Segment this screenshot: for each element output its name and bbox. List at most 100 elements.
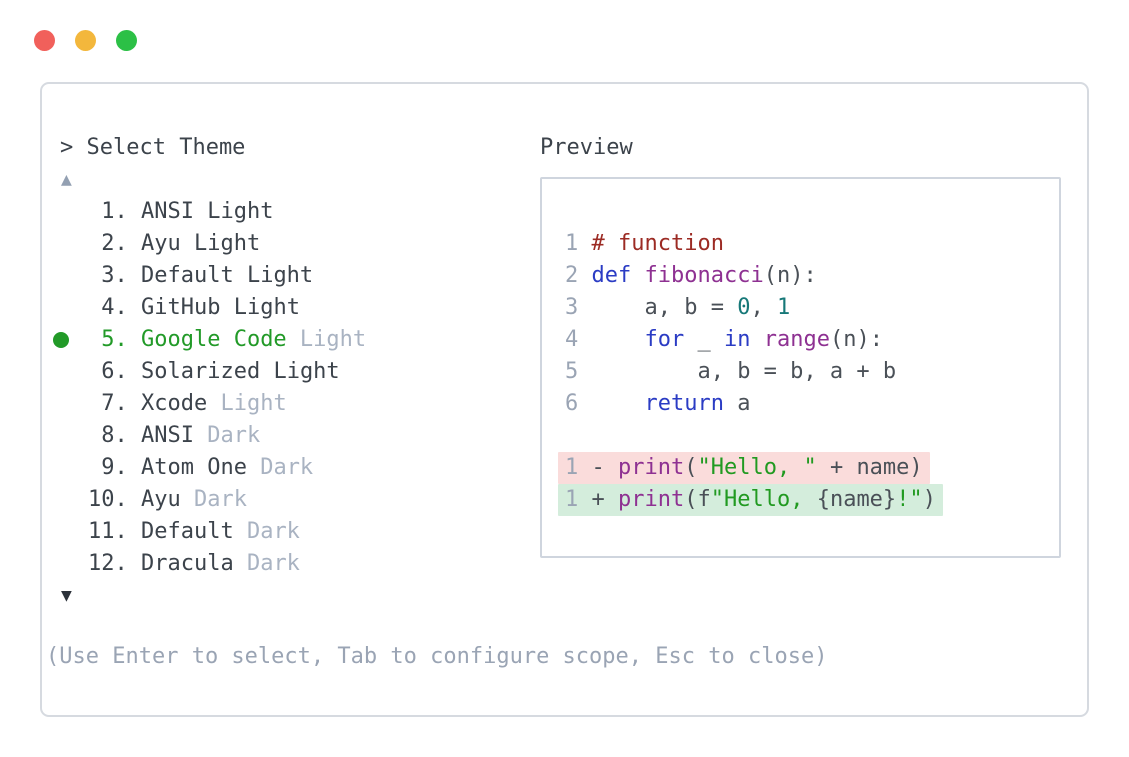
theme-item-name: Xcode [140, 391, 208, 416]
bullet-slot [52, 300, 88, 316]
theme-item-number: 2. [88, 231, 141, 256]
theme-item-variant: Light [286, 327, 367, 352]
theme-list-item[interactable]: 12. Dracula Dark [52, 548, 366, 580]
theme-picker: > Select Theme ▲ 1. ANSI Light 2. Ayu Li… [52, 132, 366, 612]
minimize-button[interactable] [75, 30, 96, 51]
theme-item-text: 10. Ayu Dark [88, 484, 247, 516]
theme-item-variant: Dark [233, 519, 300, 544]
theme-item-text: 6. Solarized Light [88, 356, 340, 388]
bullet-slot [52, 236, 88, 252]
theme-item-name: ANSI [140, 423, 194, 448]
bullet-slot [52, 396, 88, 412]
theme-item-variant: Dark [246, 455, 314, 480]
code-sample: 1 # function 2 def fibonacci(n): 3 a, b … [565, 228, 1059, 420]
theme-list-item[interactable]: 2. Ayu Light [52, 228, 366, 260]
bullet-slot [52, 460, 88, 476]
theme-item-number: 3. [88, 263, 141, 288]
bullet-slot [52, 556, 88, 572]
bullet-slot [52, 332, 88, 348]
theme-list-item[interactable]: 5. Google Code Light [52, 324, 366, 356]
theme-item-name: Ayu [140, 231, 181, 256]
code-line: 6 return a [565, 388, 1059, 420]
theme-picker-panel: > Select Theme ▲ 1. ANSI Light 2. Ayu Li… [40, 82, 1089, 717]
theme-item-variant: Light [233, 263, 314, 288]
scroll-up-indicator[interactable]: ▲ [61, 169, 72, 190]
code-line: 1 + print(f"Hello, {name}!") [558, 484, 1059, 516]
code-line-content: 1 # function [565, 231, 724, 256]
maximize-button[interactable] [116, 30, 137, 51]
bullet-slot [52, 428, 88, 444]
picker-prompt: > Select Theme [60, 135, 246, 160]
code-line-content: 5 a, b = b, a + b [565, 359, 897, 384]
theme-list-item[interactable]: 10. Ayu Dark [52, 484, 366, 516]
theme-item-number: 1. [88, 199, 141, 224]
theme-list-item[interactable]: 6. Solarized Light [52, 356, 366, 388]
theme-list-item[interactable]: 4. GitHub Light [52, 292, 366, 324]
theme-item-variant: Light [260, 359, 340, 384]
theme-item-name: GitHub [140, 295, 221, 320]
theme-item-variant: Dark [180, 487, 247, 512]
theme-item-text: 12. Dracula Dark [88, 548, 300, 580]
theme-item-variant: Dark [233, 551, 300, 576]
theme-item-text: 1. ANSI Light [88, 196, 273, 228]
theme-item-number: 12. [88, 551, 141, 576]
theme-item-variant: Dark [193, 423, 261, 448]
preview-section: Preview 1 # function 2 def fibonacci(n):… [540, 132, 1061, 558]
theme-item-text: 3. Default Light [88, 260, 313, 292]
bullet-slot [52, 492, 88, 508]
theme-item-text: 2. Ayu Light [88, 228, 260, 260]
theme-item-text: 9. Atom One Dark [88, 452, 313, 484]
theme-item-text: 4. GitHub Light [88, 292, 300, 324]
theme-list-item[interactable]: 9. Atom One Dark [52, 452, 366, 484]
theme-item-variant: Light [180, 231, 261, 256]
theme-list-item[interactable]: 7. Xcode Light [52, 388, 366, 420]
code-line-content: 3 a, b = 0, 1 [565, 295, 791, 320]
theme-list-item[interactable]: 11. Default Dark [52, 516, 366, 548]
theme-item-variant: Light [193, 199, 274, 224]
theme-item-number: 9. [88, 455, 141, 480]
theme-item-number: 10. [88, 487, 141, 512]
theme-list-item[interactable]: 3. Default Light [52, 260, 366, 292]
theme-item-name: Solarized [140, 359, 261, 384]
window-controls [34, 30, 137, 51]
theme-item-name: Google Code [140, 327, 287, 352]
code-line-content: 6 return a [565, 391, 751, 416]
scroll-down-indicator[interactable]: ▼ [61, 585, 72, 606]
code-line: 4 for _ in range(n): [565, 324, 1059, 356]
code-line: 2 def fibonacci(n): [565, 260, 1059, 292]
code-line: 1 - print("Hello, " + name) [558, 452, 1059, 484]
theme-item-name: ANSI [140, 199, 194, 224]
theme-item-number: 11. [88, 519, 141, 544]
theme-item-text: 5. Google Code Light [88, 324, 366, 356]
theme-item-name: Default [140, 519, 234, 544]
theme-item-text: 7. Xcode Light [88, 388, 286, 420]
code-line-content: 4 for _ in range(n): [565, 327, 883, 352]
theme-item-number: 7. [88, 391, 141, 416]
theme-item-name: Ayu [140, 487, 181, 512]
code-line: 5 a, b = b, a + b [565, 356, 1059, 388]
theme-list-item[interactable]: 1. ANSI Light [52, 196, 366, 228]
bullet-slot [52, 364, 88, 380]
theme-item-name: Dracula [140, 551, 234, 576]
close-button[interactable] [34, 30, 55, 51]
diff-line-removed: 1 - print("Hello, " + name) [558, 452, 930, 484]
help-text: (Use Enter to select, Tab to configure s… [46, 644, 828, 669]
theme-item-text: 8. ANSI Dark [88, 420, 260, 452]
diff-line-added: 1 + print(f"Hello, {name}!") [558, 484, 943, 516]
code-line: 3 a, b = 0, 1 [565, 292, 1059, 324]
theme-item-number: 8. [88, 423, 141, 448]
theme-item-number: 5. [88, 327, 141, 352]
theme-item-number: 6. [88, 359, 141, 384]
code-line: 1 # function [565, 228, 1059, 260]
preview-label: Preview [540, 135, 633, 160]
selected-indicator [53, 332, 69, 348]
theme-list-item[interactable]: 8. ANSI Dark [52, 420, 366, 452]
bullet-slot [52, 204, 88, 220]
preview-box: 1 # function 2 def fibonacci(n): 3 a, b … [540, 177, 1061, 558]
theme-item-name: Default [140, 263, 234, 288]
theme-item-name: Atom One [140, 455, 247, 480]
theme-item-number: 4. [88, 295, 141, 320]
code-line-content: 2 def fibonacci(n): [565, 263, 817, 288]
diff-sample: 1 - print("Hello, " + name) 1 + print(f"… [558, 452, 1059, 516]
